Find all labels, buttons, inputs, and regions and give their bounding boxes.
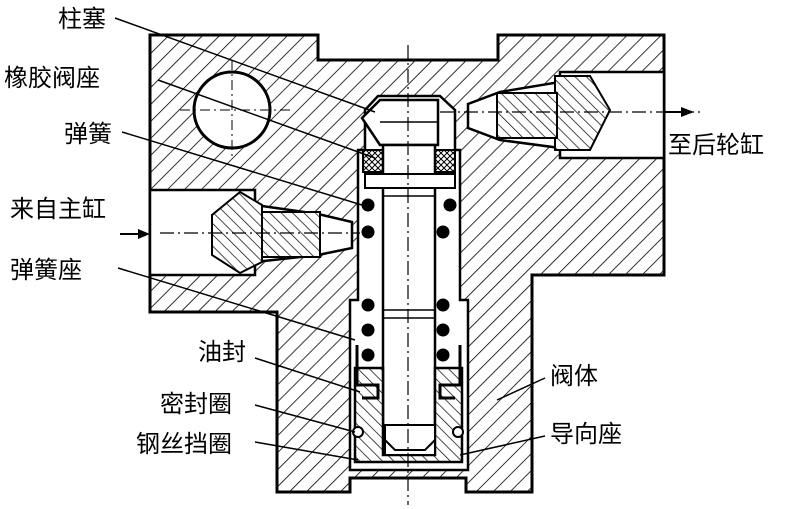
oil-seal [355,345,380,400]
label-rubber-seat: 橡胶阀座 [4,64,100,92]
label-valve-body: 阀体 [550,362,598,390]
label-oil-seal: 油封 [198,338,246,366]
outlet-tube [496,92,558,139]
label-wire-retainer: 钢丝挡圈 [136,430,232,458]
label-plunger: 柱塞 [58,5,106,33]
plunger-stem [381,143,437,457]
label-seal-ring: 密封圈 [160,390,232,418]
label-spring: 弹簧 [64,120,112,148]
seal-ring-right [452,426,464,438]
outlet-arrow-icon [664,107,694,117]
leader-lines [114,17,546,461]
label-to-rear: 至后轮缸 [668,131,764,159]
inlet-arrow-icon [120,229,150,239]
inlet-tube [261,211,321,258]
label-guide-seat: 导向座 [550,420,622,448]
label-from-master: 来自主缸 [10,195,106,223]
spring-coils [361,198,457,362]
spring-seat-plate [364,173,456,189]
label-spring-seat: 弹簧座 [10,256,82,284]
